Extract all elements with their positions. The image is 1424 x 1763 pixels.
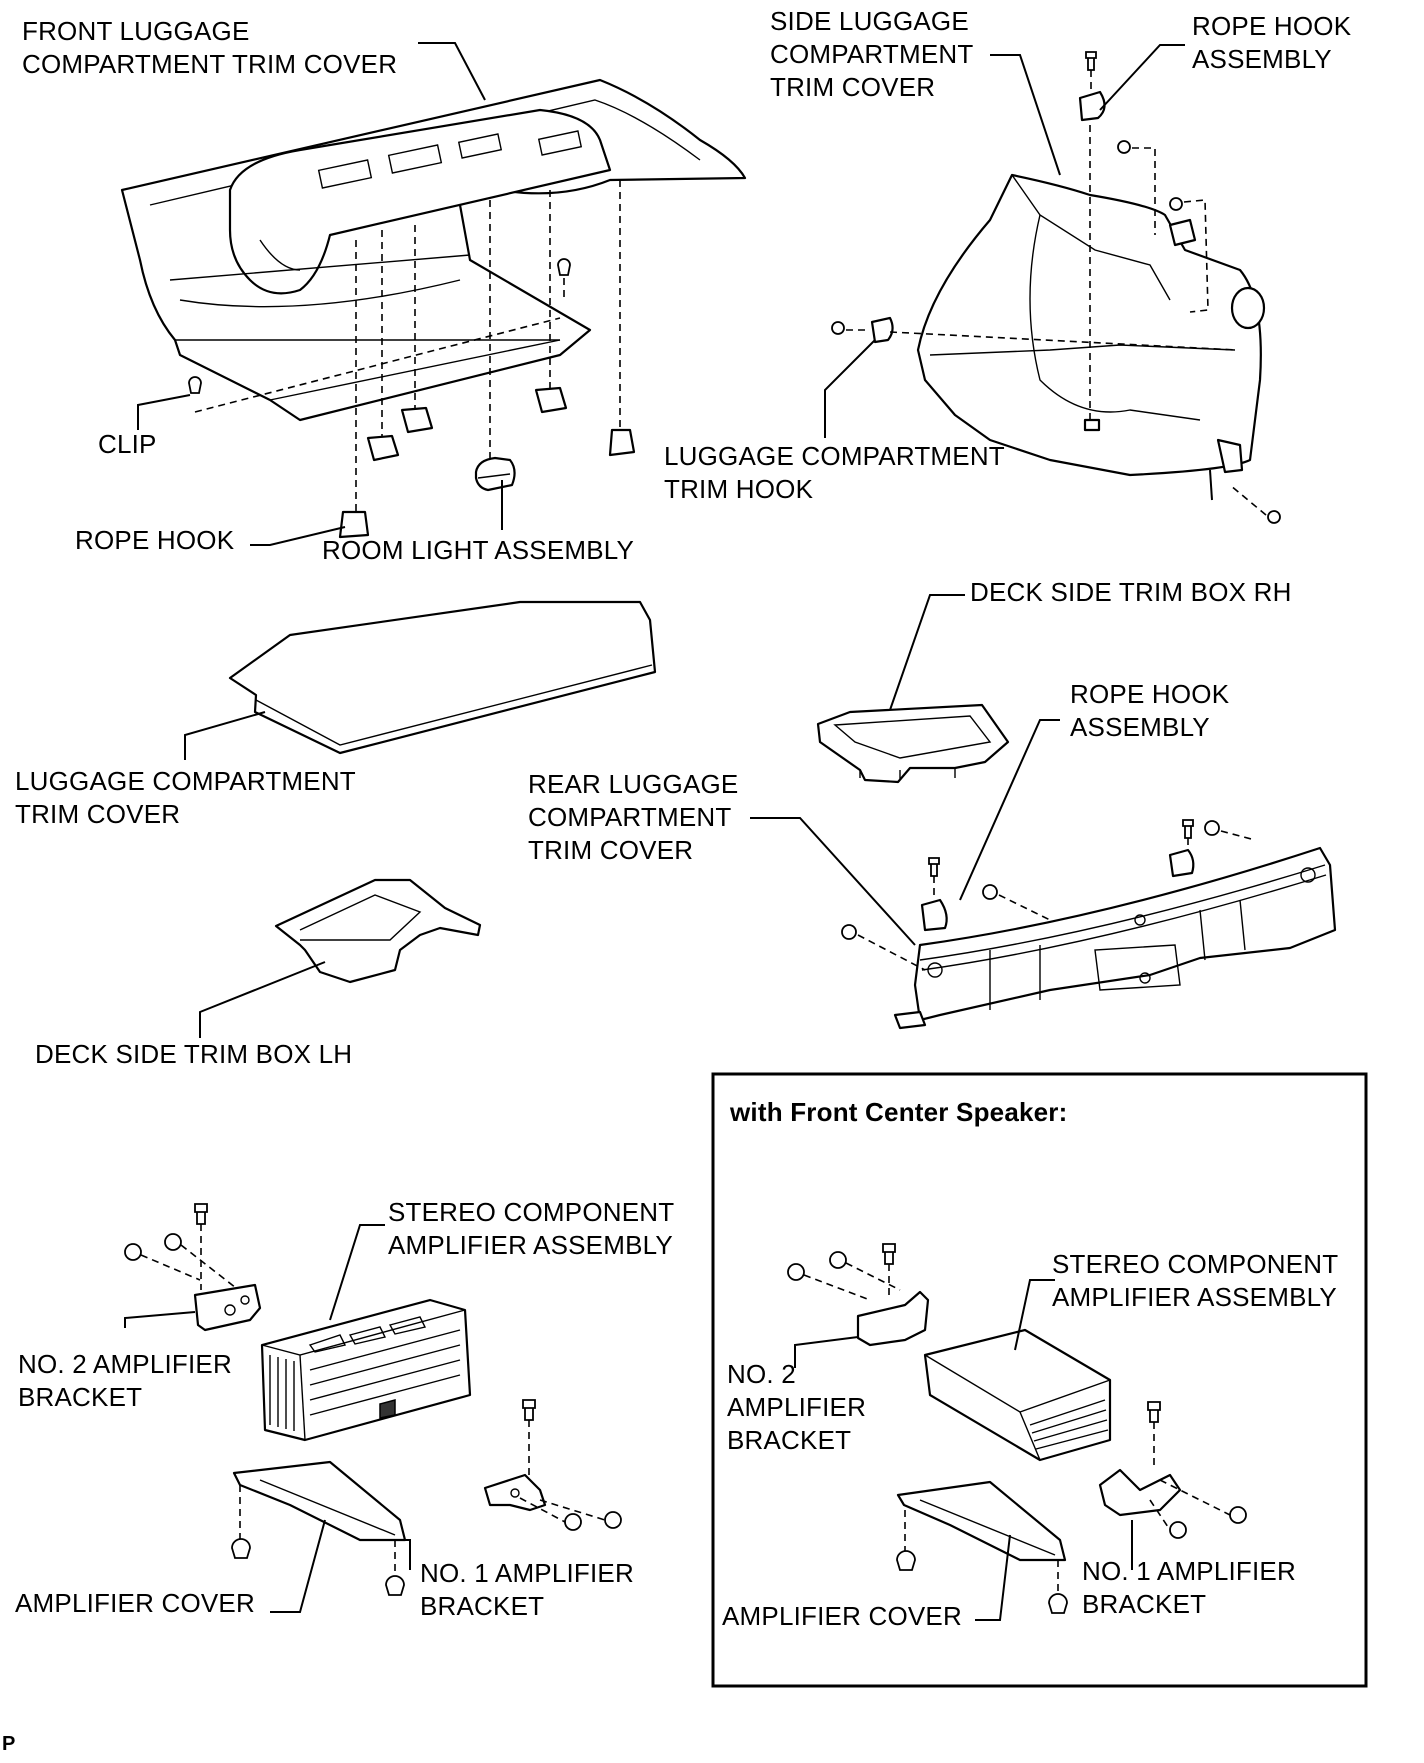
- deck-side-trim-box-rh: [816, 703, 1010, 784]
- label-front-luggage-trim-cover: FRONT LUGGAGE COMPARTMENT TRIM COVER: [22, 16, 398, 79]
- label-rear-luggage-trim-cover: REAR LUGGAGE COMPARTMENT TRIM COVER: [528, 769, 739, 865]
- front-cover-fasteners: [188, 180, 636, 539]
- leader-lines: [124, 42, 1185, 1621]
- footer-code: P: [2, 1733, 16, 1755]
- label-side-luggage-trim-cover: SIDE LUGGAGE COMPARTMENT TRIM COVER: [770, 6, 974, 102]
- label-rope-hook-assembly-mid: ROPE HOOK ASSEMBLY: [1070, 679, 1230, 742]
- front-luggage-trim-cover: [120, 78, 747, 422]
- label-rope-hook-assembly-top: ROPE HOOK ASSEMBLY: [1192, 11, 1352, 74]
- label-luggage-compartment-trim-hook: LUGGAGE COMPARTMENT TRIM HOOK: [664, 441, 1005, 504]
- rear-luggage-trim-cover: [893, 846, 1337, 1030]
- amplifier-group-left: [124, 1203, 622, 1596]
- label-no2-amplifier-bracket-right: NO. 2 AMPLIFIER BRACKET: [727, 1359, 867, 1455]
- label-clip: CLIP: [98, 429, 157, 459]
- rear-cover-fasteners: [841, 819, 1256, 971]
- label-deck-side-trim-box-rh: DECK SIDE TRIM BOX RH: [970, 577, 1292, 607]
- label-stereo-amplifier-assembly-right: STEREO COMPONENT AMPLIFIER ASSEMBLY: [1052, 1249, 1339, 1312]
- label-deck-side-trim-box-lh: DECK SIDE TRIM BOX LH: [35, 1039, 353, 1069]
- label-amplifier-cover-right: AMPLIFIER COVER: [722, 1601, 962, 1631]
- luggage-compartment-trim-cover: [228, 600, 657, 755]
- label-no2-amplifier-bracket-left: NO. 2 AMPLIFIER BRACKET: [18, 1349, 232, 1412]
- label-rope-hook: ROPE HOOK: [75, 525, 235, 555]
- label-no1-amplifier-bracket-right: NO. 1 AMPLIFIER BRACKET: [1082, 1556, 1296, 1619]
- label-luggage-compartment-trim-cover: LUGGAGE COMPARTMENT TRIM COVER: [15, 766, 356, 829]
- amplifier-group-right: [787, 1243, 1247, 1614]
- inset-frame: [711, 1072, 1368, 1688]
- inset-title: with Front Center Speaker:: [730, 1097, 1068, 1127]
- label-stereo-amplifier-assembly-left: STEREO COMPONENT AMPLIFIER ASSEMBLY: [388, 1197, 675, 1260]
- label-room-light-assembly: ROOM LIGHT ASSEMBLY: [322, 535, 635, 565]
- deck-side-trim-box-lh: [274, 878, 482, 984]
- label-no1-amplifier-bracket-left: NO. 1 AMPLIFIER BRACKET: [420, 1558, 634, 1621]
- label-amplifier-cover-left: AMPLIFIER COVER: [15, 1588, 255, 1618]
- side-cover-fasteners: [831, 51, 1281, 524]
- side-luggage-trim-cover: [916, 173, 1266, 501]
